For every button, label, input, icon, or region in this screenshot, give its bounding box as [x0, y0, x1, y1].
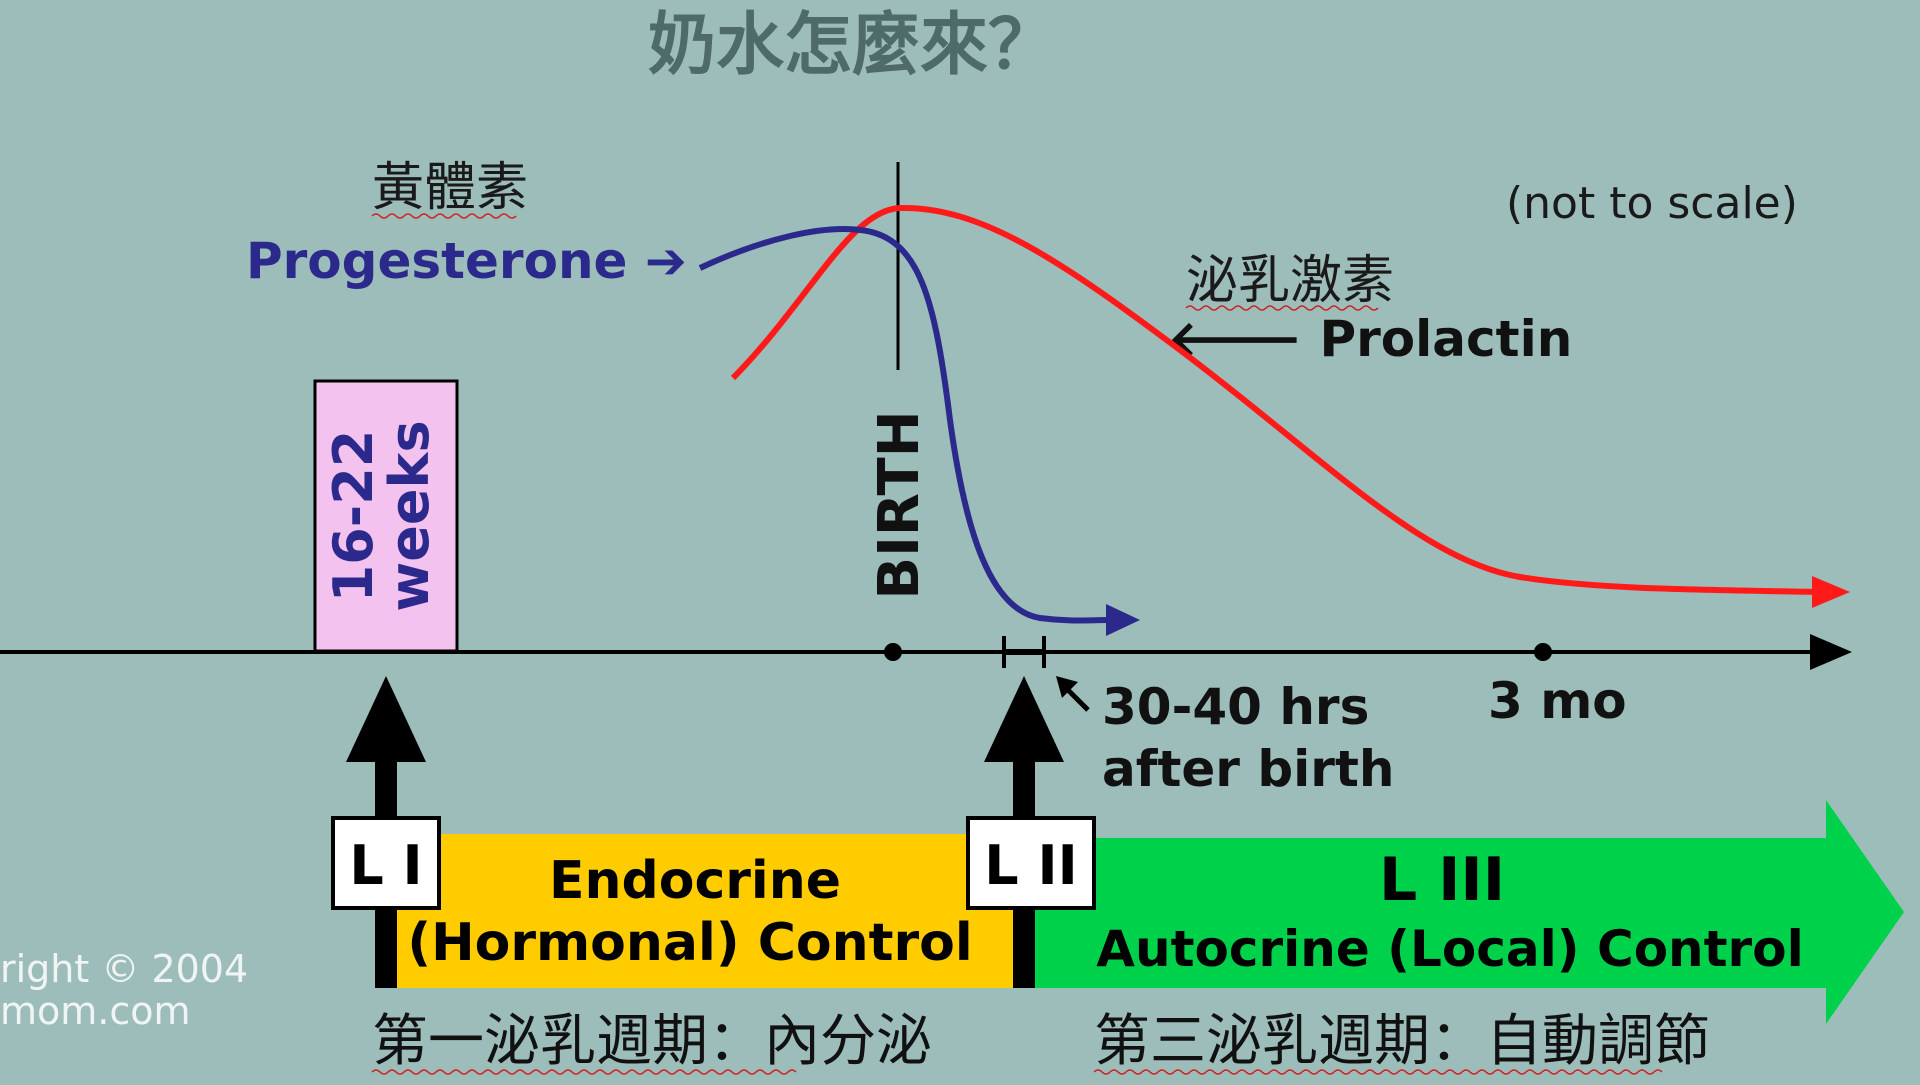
- prolactin-curve: [730, 204, 1821, 595]
- progesterone-label-en: Progesterone ➔: [246, 232, 687, 290]
- squiggle-prolactin-zh: [1185, 305, 1379, 311]
- copyright-line1: right © 2004: [0, 947, 248, 991]
- l3-tag: L III: [1379, 845, 1505, 915]
- progesterone-curve: [698, 226, 1111, 624]
- prolactin-arrowhead: [1812, 576, 1850, 608]
- weeks-box: [313, 379, 459, 653]
- three-month-label: 3 mo: [1488, 672, 1627, 730]
- three-month-dot: [1534, 643, 1552, 661]
- l3-title: Autocrine (Local) Control: [1096, 920, 1803, 978]
- l1-arrow-head: [346, 676, 426, 762]
- weeks-box-range: 16-22: [322, 430, 385, 603]
- page-title: 奶水怎麼來？: [648, 6, 1056, 85]
- l1-tag: L I: [349, 834, 422, 897]
- prolactin-label-en: 🡐 Prolactin: [1168, 310, 1572, 368]
- copyright-line2: mom.com: [0, 989, 191, 1033]
- hours-pointer-head: [1056, 676, 1078, 698]
- l1-tag-box: [331, 816, 441, 910]
- squiggle-progesterone-zh: [371, 213, 517, 219]
- l1-band: [378, 834, 1014, 988]
- l2-arrow-head: [984, 676, 1064, 762]
- birth-axis-dot: [884, 643, 902, 661]
- progesterone-arrowhead: [1106, 604, 1140, 636]
- l2-tag: L II: [984, 834, 1077, 897]
- birth-label: BIRTH: [867, 410, 932, 599]
- l1-title: Endocrine: [549, 851, 841, 911]
- weeks-box-unit: weeks: [378, 420, 441, 611]
- l1-subtitle: (Hormonal) Control: [407, 913, 972, 973]
- hours-label-line2: after birth: [1102, 740, 1394, 798]
- l3-band: [1014, 800, 1904, 1024]
- progesterone-label-zh: 黃體素: [372, 158, 528, 218]
- squiggle-caption-left: [371, 1069, 797, 1075]
- hours-label-line1: 30-40 hrs: [1102, 678, 1369, 736]
- l2-tag-box: [966, 816, 1096, 910]
- squiggle-caption-right: [1093, 1069, 1663, 1075]
- scale-note: (not to scale): [1506, 178, 1798, 229]
- caption-left: 第一泌乳週期：內分泌: [372, 1009, 932, 1074]
- caption-right: 第三泌乳週期：自動調節: [1094, 1009, 1710, 1074]
- time-axis-arrowhead: [1810, 634, 1852, 670]
- prolactin-label-zh: 泌乳激素: [1186, 251, 1394, 311]
